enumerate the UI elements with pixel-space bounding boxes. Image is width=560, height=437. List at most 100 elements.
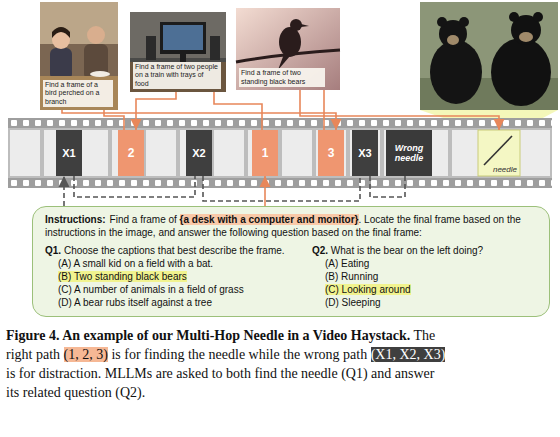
person-body: [50, 48, 72, 80]
desk: [130, 62, 226, 92]
distractor-frame: X2: [186, 130, 212, 176]
instruction-line: Instructions:Find a frame of {a desk wit…: [45, 213, 537, 239]
highlight-run: {a desk with a computer and monitor}: [180, 214, 359, 225]
photo-frame: Find a frame of two people on a train wi…: [130, 12, 226, 92]
frame-label: needle: [493, 165, 517, 174]
needle-path-arrow: [300, 90, 499, 130]
text-run: is for finding the needle while the wron…: [108, 347, 371, 362]
frame-label: Wrong needle: [388, 143, 430, 163]
highlight-run: (C) Looking around: [325, 284, 411, 295]
text-run: Find a frame of: [110, 214, 180, 225]
bear-ear: [437, 17, 447, 27]
people-photo: [40, 2, 118, 110]
photo-ground: [130, 12, 226, 92]
film-base: [8, 118, 552, 188]
photo-ground: [420, 2, 558, 110]
instruction-label: Instructions:: [45, 214, 106, 225]
sprocket-band: [8, 118, 552, 128]
highlight-run: Q2.: [312, 245, 328, 256]
bears-photo: [420, 2, 558, 110]
monitor-screen: [163, 25, 203, 50]
bear-ear: [509, 12, 519, 22]
text-run: Choose the captions that best describe t…: [61, 245, 284, 256]
question-column: Q2. What is the bear on the left doing?(…: [312, 244, 537, 309]
path-frame: 1: [252, 130, 278, 176]
desk-photo: [130, 12, 226, 92]
needle-frame-fill: [478, 130, 520, 176]
photo-instruction: Find a frame of a bird perched on a bran…: [43, 80, 113, 108]
answer-option: (D) A bear rubs itself against a tree: [45, 296, 312, 309]
photo-ground: [40, 2, 118, 110]
photo-instruction: Find a frame of two standing black bears: [239, 68, 325, 87]
bird-photo: [236, 8, 340, 90]
text-run: is for distraction. MLLMs are asked to b…: [6, 366, 434, 400]
distractor-frame: X1: [56, 130, 82, 176]
bear-body: [491, 38, 551, 106]
film-middle: [8, 128, 552, 178]
frame-label: X3: [358, 147, 371, 159]
photo-frame: Find a frame of two standing black bears: [236, 8, 340, 90]
answer-option: (B) Running: [312, 270, 537, 283]
bear-muzzle: [447, 35, 459, 45]
bird-beak: [301, 24, 309, 27]
highlight-run: (B) Two standing black bears: [58, 271, 187, 282]
speaker: [210, 36, 220, 60]
photo-ground: [236, 8, 340, 90]
photo-frame: Find a frame of a bird perched on a bran…: [40, 2, 118, 110]
distractor-path-arrow: [203, 130, 360, 201]
connectors: [62, 90, 499, 206]
frame-label: 1: [262, 146, 269, 160]
figure-caption: Figure 4. An example of our Multi-Hop Ne…: [6, 326, 446, 402]
film-cells: [8, 128, 552, 178]
sprocket-band: [8, 178, 552, 188]
distractor-path-arrow: [63, 176, 65, 206]
text-run: What is the bear on the left doing?: [328, 245, 483, 256]
frame-label: X2: [192, 147, 205, 159]
question-column: Q1. Choose the captions that best descri…: [45, 244, 312, 309]
highlight-run: Figure 4. An example of our Multi-Hop Ne…: [6, 328, 410, 343]
speaker: [146, 36, 156, 60]
bird-head: [290, 19, 302, 31]
distractor-frame: X3: [352, 130, 378, 176]
photo-wall: [40, 2, 118, 44]
answer-option: (C) A number of animals in a field of gr…: [45, 283, 312, 296]
bear-ear: [533, 12, 543, 22]
monitor: [160, 22, 206, 54]
wrong-needle-frame: Wrong needle: [386, 130, 432, 176]
path-frame: 3: [318, 130, 344, 176]
frame-label: 3: [328, 146, 335, 160]
needle-path-arrow: [323, 90, 325, 130]
person-hair: [52, 27, 70, 38]
needle-symbol: [484, 136, 512, 165]
answer-option: (D) Sleeping: [312, 296, 537, 309]
frame-label: 2: [128, 146, 135, 160]
bear-muzzle: [519, 32, 533, 42]
answer-option: (C) Looking around: [312, 283, 537, 296]
instruction-text: Find a frame of {a desk with a computer …: [45, 214, 521, 238]
frame-label: X1: [62, 147, 75, 159]
bird-body: [279, 27, 301, 57]
highlight-run: (1, 2, 3): [64, 347, 108, 362]
needle-path-arrow: [264, 176, 266, 206]
question-text: Q2. What is the bear on the left doing?: [312, 244, 537, 257]
highlight-run: Q1.: [45, 245, 61, 256]
person-head: [87, 26, 105, 44]
needle-path-arrow: [214, 92, 262, 130]
film-strip: [8, 118, 552, 188]
needle-frame: needle: [478, 130, 520, 176]
needle-path-arrow: [62, 110, 336, 130]
instruction-panel: Instructions:Find a frame of {a desk wit…: [32, 206, 550, 317]
question-text: Q1. Choose the captions that best descri…: [45, 244, 312, 257]
question-row: Q1. Choose the captions that best descri…: [45, 244, 537, 309]
answer-option: (A) A small kid on a field with a bat.: [45, 257, 312, 270]
answer-option: (B) Two standing black bears: [45, 270, 312, 283]
needle-path-arrow: [136, 92, 176, 130]
path-frame: 2: [118, 130, 144, 176]
photo-instruction: Find a frame of two people on a train wi…: [133, 62, 221, 90]
distractor-path-arrow: [74, 130, 195, 197]
caption-area: Figure 4. An example of our Multi-Hop Ne…: [6, 326, 446, 402]
plate: [90, 71, 110, 77]
bear-body: [430, 40, 482, 104]
answer-option: (A) Eating: [312, 257, 537, 270]
